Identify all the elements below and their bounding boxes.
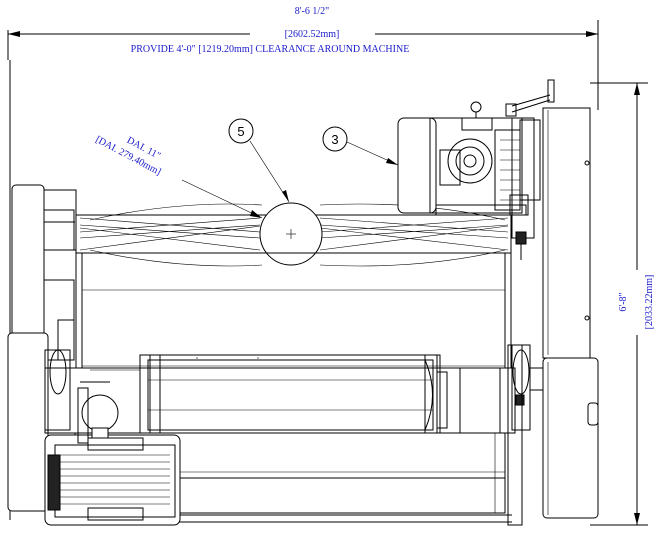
height-imperial-label: 6'-8" — [618, 292, 629, 311]
pulley-center-mark — [286, 229, 296, 239]
pulley-leader-line — [181, 179, 263, 219]
callout-pulley — [228, 118, 290, 203]
width-metric-label: [2602.52mm] — [285, 29, 340, 40]
motor-mount — [509, 117, 541, 260]
callout-motor — [322, 126, 399, 166]
lower-gear-motor — [44, 387, 181, 526]
upper-motor — [397, 101, 527, 216]
left-bearing-assembly — [44, 349, 71, 431]
height-metric-label: [2033.22mm] — [644, 275, 655, 330]
right-wheel-guard — [542, 107, 599, 519]
pulley-diameter-note: DAI. 11" [DAI. 279.40mm] — [94, 134, 163, 178]
clearance-note: PROVIDE 4'-0" [1219.20mm] CLEARANCE AROU… — [131, 44, 410, 55]
crank-handle — [505, 79, 555, 117]
width-imperial-label: 8'-6 1/2" — [295, 6, 330, 17]
callout-pulley-number: 5 — [237, 124, 244, 139]
callout-motor-number: 3 — [331, 132, 338, 147]
main-frame — [75, 252, 512, 369]
lower-left-wheel — [7, 332, 49, 512]
roller-assembly — [44, 354, 516, 434]
height-dimension — [590, 82, 648, 526]
